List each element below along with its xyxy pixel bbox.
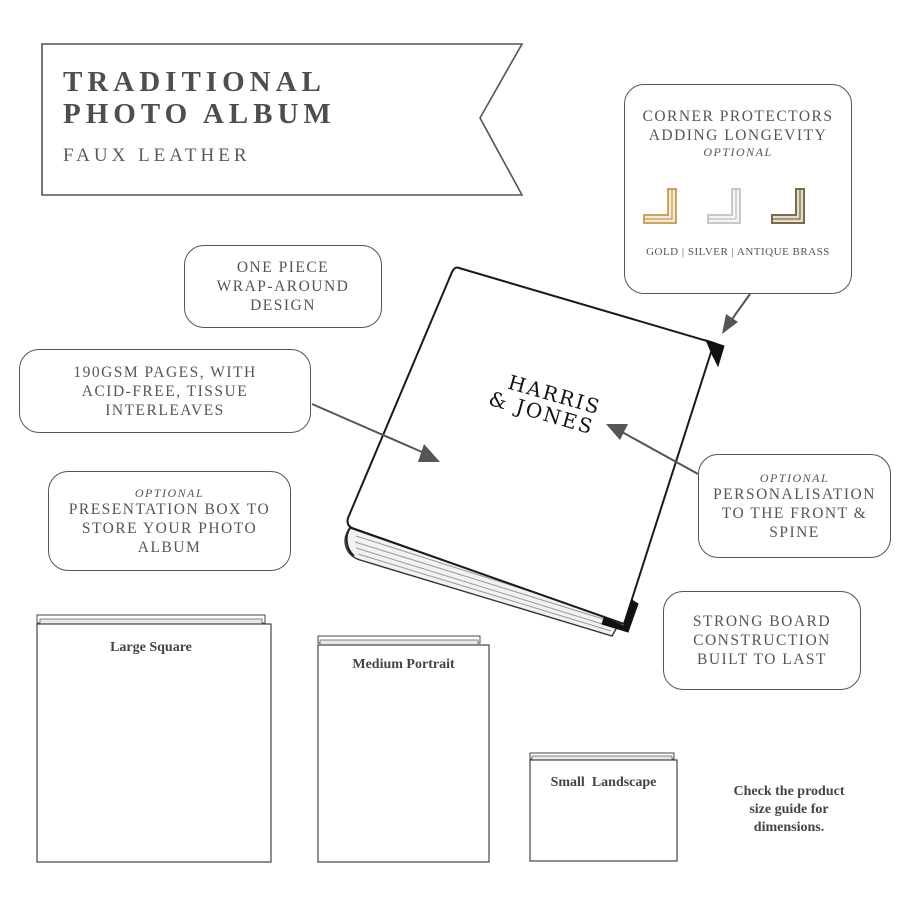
arrow-personalisation-icon: [606, 424, 699, 475]
pages-callout: 190GSM PAGES, WITH ACID-FREE, TISSUE INT…: [19, 349, 311, 433]
personalisation-line1: PERSONALISATION: [713, 485, 876, 503]
corner-protectors-metals: GOLD | SILVER | ANTIQUE BRASS: [646, 246, 830, 258]
silver-corner-icon: [707, 188, 741, 224]
pages-line3: INTERLEAVES: [105, 401, 225, 419]
note-line3: dimensions.: [753, 820, 825, 835]
banner-title-line2: PHOTO ALBUM: [63, 98, 336, 130]
pages-line1: 190GSM PAGES, WITH: [73, 363, 257, 381]
arrow-corner-protectors-icon: [722, 293, 751, 334]
wrap-design-line1: ONE PIECE: [236, 259, 330, 276]
pages-line2: ACID-FREE, TISSUE: [81, 382, 249, 400]
small-landscape-album: [529, 752, 678, 862]
board-callout: STRONG BOARD CONSTRUCTION BUILT TO LAST: [663, 591, 861, 690]
personalisation-line3: SPINE: [769, 523, 820, 541]
note-line2: size guide for: [749, 802, 829, 817]
board-line1: STRONG BOARD: [692, 613, 832, 630]
board-line2: CONSTRUCTION: [693, 632, 831, 649]
presentation-box-line2: STORE YOUR PHOTO: [81, 519, 258, 537]
banner-title-line1: TRADITIONAL: [63, 66, 326, 98]
large-square-label: Large Square: [110, 640, 192, 655]
album-personalisation-text: HARRIS & JONES: [486, 368, 604, 439]
note-line1: Check the product: [733, 784, 845, 799]
corner-protector-swatches: [643, 188, 805, 224]
personalisation-optional: OPTIONAL: [759, 470, 830, 485]
banner-title: TRADITIONAL PHOTO ALBUM: [63, 66, 463, 130]
album-top-corner-icon: [705, 339, 725, 368]
presentation-box-line3: ALBUM: [137, 538, 202, 556]
gold-corner-icon: [643, 188, 677, 224]
arrow-pages-icon: [311, 403, 440, 462]
album-page-edges: [344, 527, 622, 637]
album-front-cover: [346, 266, 716, 626]
banner-subtitle: FAUX LEATHER: [63, 145, 251, 166]
personalisation-line2: TO THE FRONT &: [721, 504, 868, 522]
medium-portrait-label: Medium Portrait: [352, 657, 455, 672]
wrap-design-line2: WRAP-AROUND: [216, 278, 350, 295]
corner-protectors-line2: ADDING LONGEVITY: [648, 127, 828, 144]
presentation-box-line1: PRESENTATION BOX TO: [68, 500, 271, 518]
corner-protectors-line1: CORNER PROTECTORS: [642, 108, 834, 125]
board-line3: BUILT TO LAST: [696, 651, 828, 668]
wrap-design-line3: DESIGN: [250, 297, 316, 314]
wrap-design-callout: ONE PIECE WRAP-AROUND DESIGN: [184, 245, 382, 328]
antique-brass-corner-icon: [771, 188, 805, 224]
personalisation-callout: OPTIONAL PERSONALISATION TO THE FRONT & …: [698, 454, 891, 558]
size-guide-note: Check the product size guide for dimensi…: [716, 783, 862, 837]
presentation-box-optional: OPTIONAL: [134, 485, 205, 500]
small-landscape-label: Small Landscape: [550, 775, 657, 790]
presentation-box-callout: OPTIONAL PRESENTATION BOX TO STORE YOUR …: [48, 471, 291, 571]
corner-protectors-callout: CORNER PROTECTORS ADDING LONGEVITY OPTIO…: [624, 84, 852, 294]
album-bottom-corner-icon: [601, 599, 639, 633]
corner-protectors-optional: OPTIONAL: [703, 145, 773, 159]
